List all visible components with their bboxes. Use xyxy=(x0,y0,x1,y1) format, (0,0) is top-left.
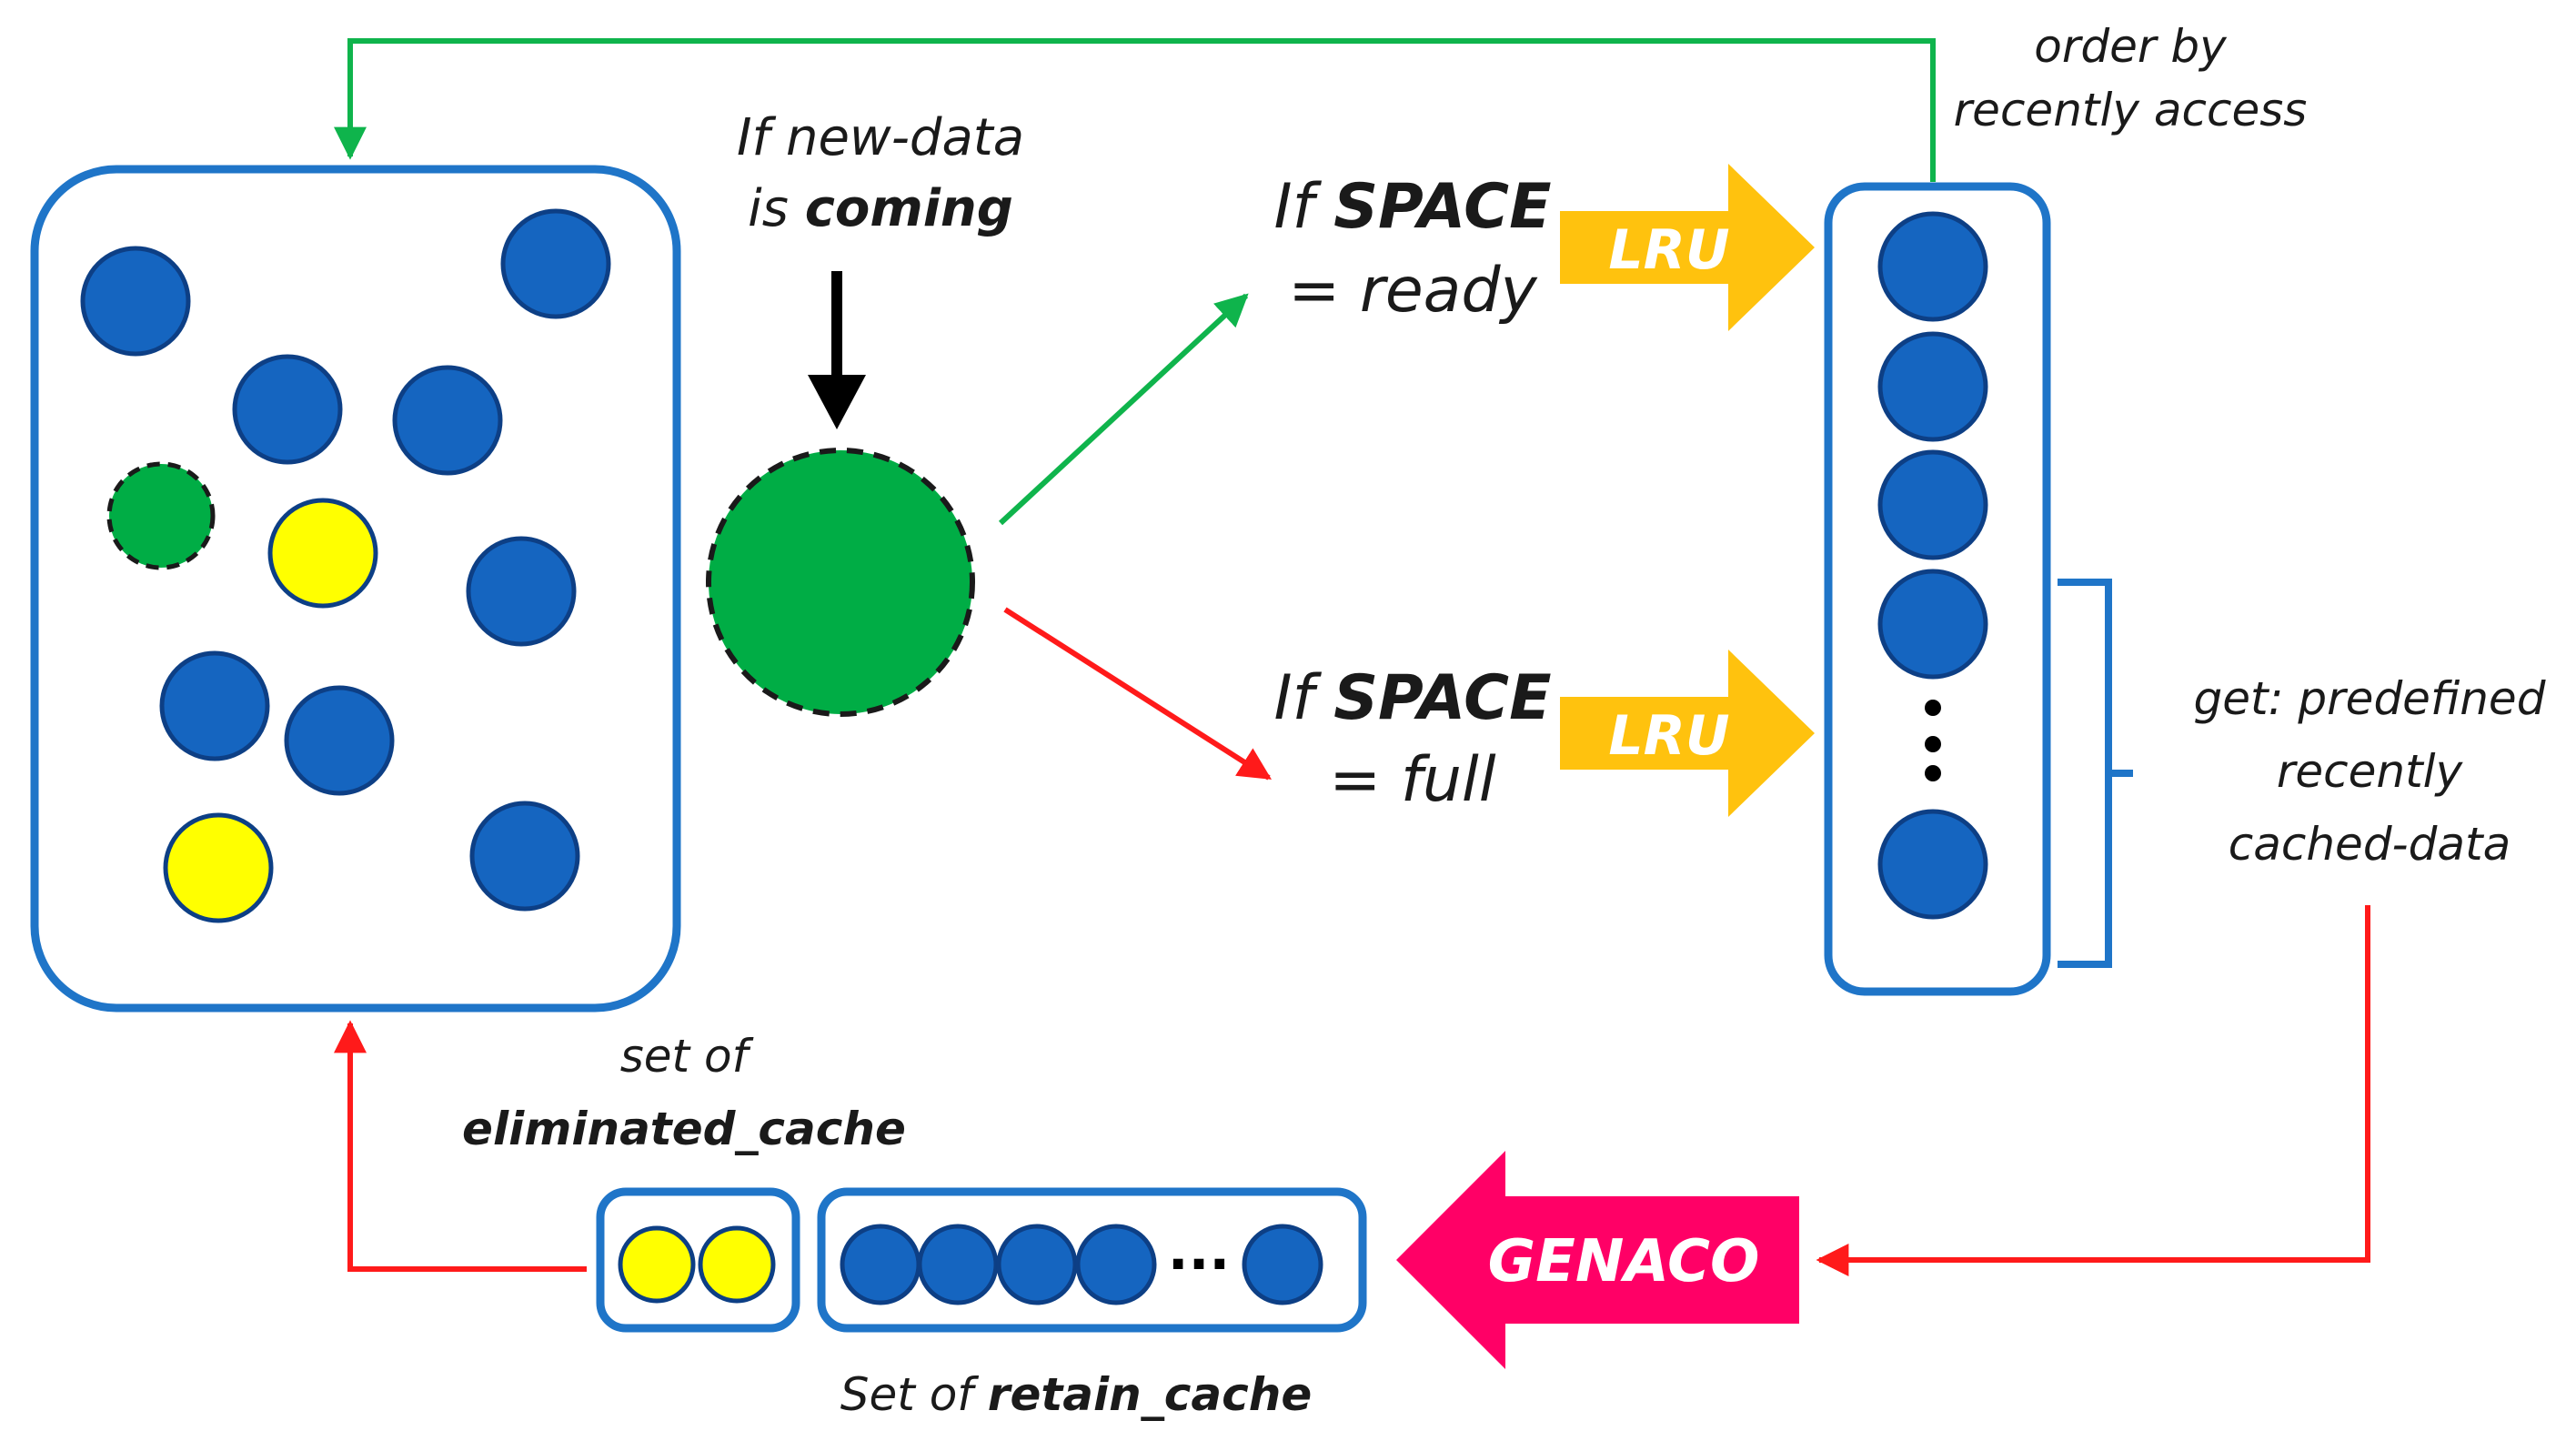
lru-cache-list xyxy=(1824,182,2051,996)
eliminated-cache-set xyxy=(596,1187,800,1333)
circle-icon xyxy=(1075,1224,1157,1305)
circle-icon xyxy=(1877,809,1988,920)
circle-icon xyxy=(1877,211,1988,322)
circle-icon xyxy=(1877,449,1988,560)
get-label-line3: cached-data xyxy=(2229,818,2511,871)
lru-arrow-bottom: LRU xyxy=(1560,650,1815,817)
pool-blue-circles xyxy=(80,208,611,912)
eliminated-cache-label: eliminated_cache xyxy=(462,1103,906,1155)
retain-cache-label: Set of retain_cache xyxy=(840,1368,1313,1421)
circle-icon xyxy=(232,354,343,465)
circle-icon xyxy=(466,536,577,647)
space-ready-label: If SPACE = ready xyxy=(1273,171,1551,327)
bracket-icon xyxy=(2058,579,2133,968)
circle-icon xyxy=(917,1224,999,1305)
full-branch-arrow xyxy=(1003,607,1273,781)
to-genaco-arrow xyxy=(1816,905,2370,1276)
dashed-circle-icon xyxy=(106,461,216,570)
circle-icon xyxy=(1877,569,1988,680)
get-label-line2: recently xyxy=(2277,745,2464,798)
circle-icon xyxy=(163,812,274,923)
circle-icon xyxy=(469,801,580,912)
circle-icon xyxy=(1242,1224,1323,1305)
lru-bottom-label: LRU xyxy=(1608,704,1729,768)
circle-icon xyxy=(698,1225,776,1304)
genaco-label: GENACO xyxy=(1488,1228,1760,1295)
pool-yellow-circles xyxy=(163,498,378,923)
space-full-line2: = full xyxy=(1329,744,1496,816)
return-to-pool-arrow xyxy=(334,1020,587,1272)
get-label-line1: get: predefined xyxy=(2194,672,2546,725)
new-data-label-line2: is coming xyxy=(748,179,1013,238)
new-data-label-line1: If new-data xyxy=(737,108,1024,167)
genaco-arrow: GENACO xyxy=(1396,1151,1799,1369)
feedback-arrow xyxy=(334,38,1936,182)
lru-arrow-top: LRU xyxy=(1560,164,1815,331)
circle-icon xyxy=(996,1224,1078,1305)
lru-top-label: LRU xyxy=(1608,218,1729,282)
set-of-label: set of xyxy=(620,1030,754,1083)
circle-icon xyxy=(159,650,270,761)
circle-icon xyxy=(80,246,191,357)
retain-cache-set: ... xyxy=(817,1187,1367,1333)
circle-icon xyxy=(392,365,503,476)
space-ready-line2: = ready xyxy=(1288,255,1537,327)
order-label-line1: order by xyxy=(2034,20,2228,73)
vertical-ellipsis-icon xyxy=(1925,700,1941,781)
circle-icon xyxy=(500,208,611,319)
circle-icon xyxy=(284,685,395,796)
dashed-circle-icon xyxy=(706,448,975,717)
order-label-line2: recently access xyxy=(1954,84,2308,136)
incoming-data: If new-data is coming xyxy=(706,108,1024,717)
cache-pool xyxy=(30,165,681,1013)
circle-icon xyxy=(840,1224,921,1305)
space-full-label: If SPACE = full xyxy=(1273,662,1551,816)
space-full-line1: If SPACE xyxy=(1273,662,1551,734)
ready-branch-arrow xyxy=(998,293,1249,526)
circle-icon xyxy=(618,1225,696,1304)
circle-icon xyxy=(267,498,378,609)
space-ready-line1: If SPACE xyxy=(1273,171,1551,243)
down-arrow-icon xyxy=(808,271,866,429)
retain-ellipsis: ... xyxy=(1168,1219,1230,1283)
circle-icon xyxy=(1877,331,1988,442)
